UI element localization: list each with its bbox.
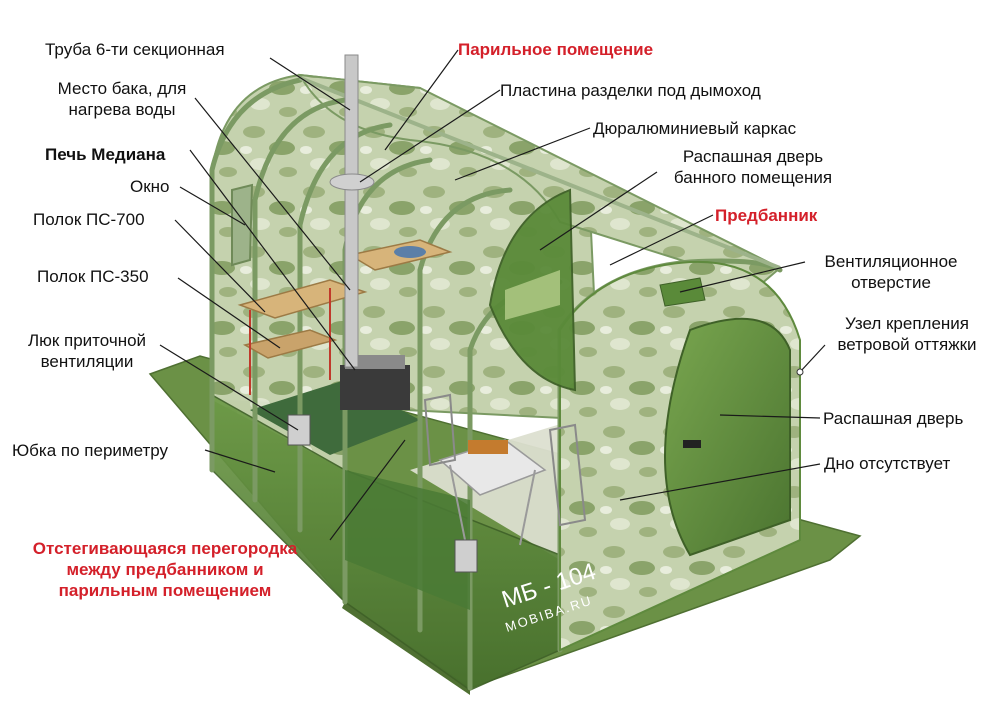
leader-lines	[159, 49, 826, 541]
water-bowl	[394, 246, 426, 258]
stove	[340, 365, 410, 410]
label-vent-opening-line-2: отверстие	[851, 273, 931, 292]
stove-stones	[345, 355, 405, 369]
guy-line-anchor	[796, 368, 804, 376]
front-door	[664, 317, 791, 557]
label-partition-line-1: Отстегивающаяся перегородка	[32, 539, 298, 558]
label-inner-door-line-2: банного помещения	[673, 168, 833, 187]
label-no-floor: Дно отсутствует	[824, 454, 951, 473]
label-skirt: Юбка по периметру	[12, 441, 169, 460]
label-partition-line-3: парильным помещением	[58, 581, 272, 600]
label-window: Окно	[130, 177, 170, 196]
label-vent-hatch-line-1: Люк приточной	[27, 331, 147, 350]
folding-chair	[548, 423, 587, 527]
label-bench-ps-700: Полок ПС-700	[33, 210, 145, 229]
label-vent-opening: Вентиляционное отверстие	[806, 251, 976, 293]
label-anteroom: Предбанник	[715, 206, 818, 225]
table-leg	[449, 464, 466, 541]
label-vent-opening-line-1: Вентиляционное	[824, 252, 958, 271]
label-stove: Печь Медиана	[45, 145, 166, 164]
label-partition-line-2: между предбанником и	[66, 560, 264, 579]
label-pipe: Труба 6-ти секционная	[45, 40, 225, 59]
chimney-plate	[329, 173, 375, 191]
inner-door-window	[505, 270, 560, 320]
label-chimney-plate: Пластина разделки под дымоход	[500, 81, 761, 100]
detachable-partition	[345, 470, 470, 610]
label-inner-door: Распашная дверь банного помещения	[655, 146, 851, 188]
label-vent-hatch-line-2: вентиляции	[40, 352, 134, 371]
vent-hatch	[454, 539, 478, 573]
label-guy-line-line-1: Узел крепления	[845, 314, 969, 333]
tent-window	[231, 183, 254, 267]
folding-chair	[423, 393, 457, 467]
table-leg	[519, 469, 536, 546]
door-handle	[683, 440, 701, 448]
bench-ps-350	[242, 329, 338, 359]
label-steam-room: Парильное помещение	[458, 40, 654, 59]
label-water-tank-line-2: нагрева воды	[68, 100, 176, 119]
label-water-tank-line-1: Место бака, для	[57, 79, 187, 98]
ridge-pole	[299, 76, 781, 270]
chimney-pipe	[344, 54, 359, 368]
label-frame: Дюралюминиевый каркас	[593, 119, 797, 138]
label-vent-hatch: Люк приточной вентиляции	[8, 330, 166, 372]
label-guy-line: Узел крепления ветровой оттяжки	[818, 313, 996, 355]
tea-tray	[468, 440, 508, 454]
label-bench-ps-350: Полок ПС-350	[37, 267, 149, 286]
label-guy-line-line-2: ветровой оттяжки	[837, 335, 977, 354]
label-inner-door-line-1: Распашная дверь	[682, 147, 824, 166]
label-partition: Отстегивающаяся перегородка между предба…	[0, 538, 330, 601]
vent-hatch	[287, 414, 311, 446]
label-water-tank: Место бака, для нагрева воды	[48, 78, 196, 120]
floor-mat-front-edge	[342, 602, 470, 695]
label-front-door: Распашная дверь	[823, 409, 964, 428]
